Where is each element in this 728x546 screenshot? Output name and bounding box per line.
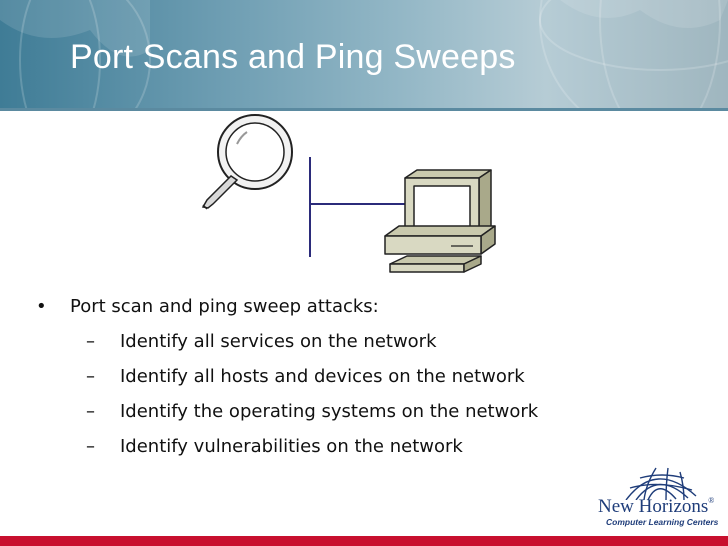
bullet-main: • Port scan and ping sweep attacks: – Ide… [34,294,538,464]
slide-title: Port Scans and Ping Sweeps [70,38,516,76]
slide-header: Port Scans and Ping Sweeps [0,0,728,110]
logo-globe-icon [625,467,697,500]
sub-bullet-text: Identify all hosts and devices on the ne… [120,366,525,387]
network-cable [309,157,407,257]
dash-mark: – [86,436,95,457]
dash-mark: – [86,331,95,352]
bullet-mark: • [36,296,47,317]
bottom-accent-bar [0,536,728,546]
sub-bullet-text: Identify vulnerabilities on the network [120,436,463,457]
desktop-computer-icon [384,169,496,273]
bullet-main-text: Port scan and ping sweep attacks: [70,296,379,317]
dash-mark: – [86,401,95,422]
sub-bullet-text: Identify the operating systems on the ne… [120,401,539,422]
network-illustration [201,114,496,273]
header-divider [0,108,728,111]
dash-mark: – [86,366,95,387]
sub-bullet: – Identify vulnerabilities on the network [84,429,538,464]
bullet-list: • Port scan and ping sweep attacks: – Ide… [34,294,538,464]
logo-tagline: Computer Learning Centers [606,517,719,527]
globe-decoration [0,0,728,110]
sub-bullet-text: Identify all services on the network [120,331,437,352]
logo-name: New Horizons® [598,496,715,517]
sub-bullet: – Identify the operating systems on the n… [84,394,538,429]
sub-bullet: – Identify all hosts and devices on the n… [84,359,538,394]
magnifying-glass-icon [201,114,293,210]
sub-bullet-list: – Identify all services on the network – I… [70,324,538,464]
new-horizons-logo: New Horizons® Computer Learning Centers [596,466,720,530]
sub-bullet: – Identify all services on the network [84,324,538,359]
